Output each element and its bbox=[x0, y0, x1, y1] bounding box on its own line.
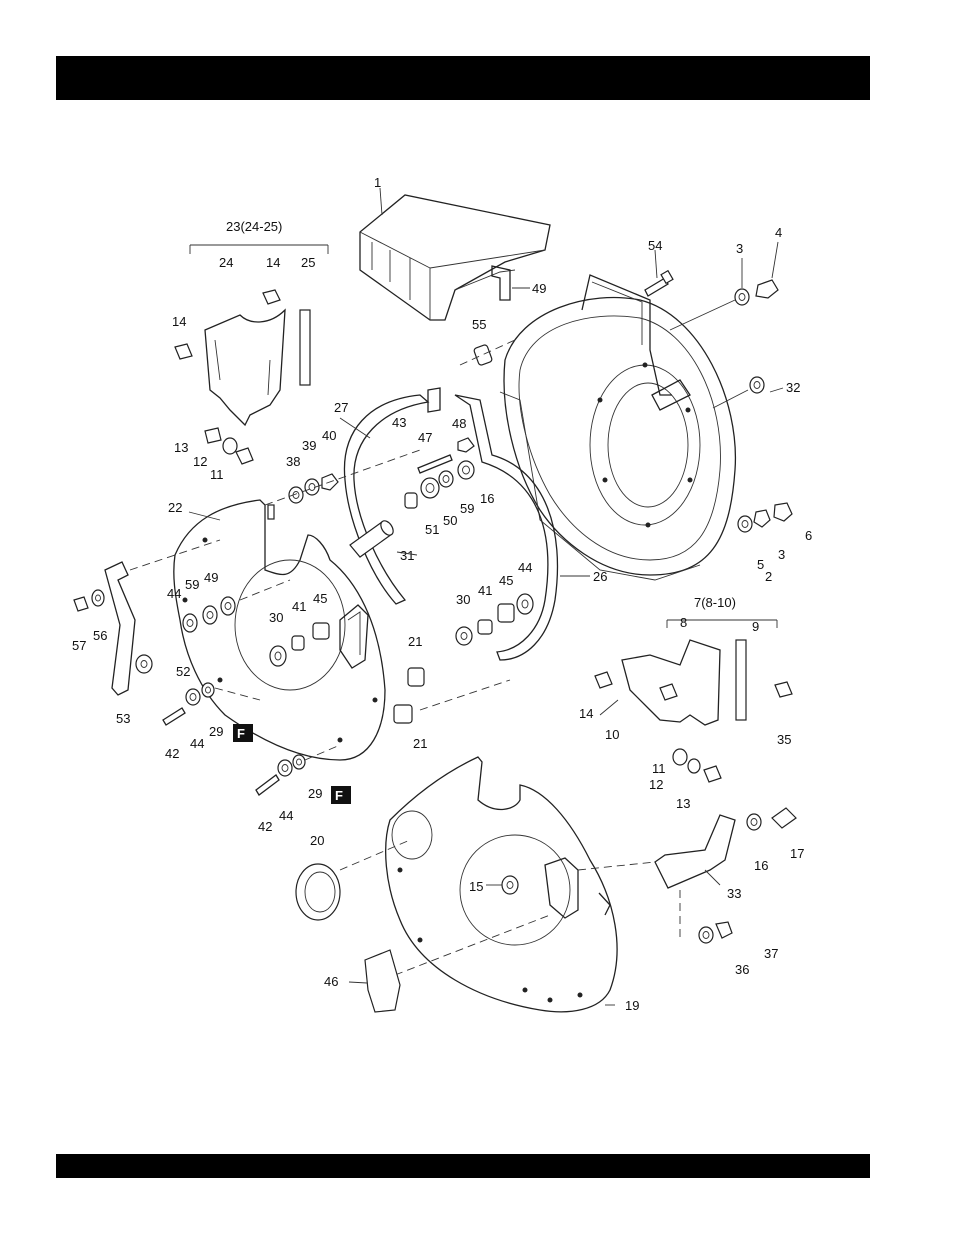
part-label: 30 bbox=[269, 610, 283, 625]
part-label: 45 bbox=[499, 573, 513, 588]
part-label: 3 bbox=[778, 547, 785, 562]
part-label: 24 bbox=[219, 255, 233, 270]
group-23-bracket bbox=[175, 245, 328, 464]
part-20-seal bbox=[296, 864, 340, 920]
group-7-bracket bbox=[595, 620, 792, 782]
f-badges: F F bbox=[233, 724, 351, 804]
part-label: 30 bbox=[456, 592, 470, 607]
part-label: 53 bbox=[116, 711, 130, 726]
part-label: 42 bbox=[165, 746, 179, 761]
part-label: 16 bbox=[754, 858, 768, 873]
part-31-spacer bbox=[350, 519, 396, 557]
hardware-center-stack bbox=[405, 438, 474, 508]
part-labels: 23(24-25) 7(8-10) 1 54 3 4 49 24 14 25 1… bbox=[72, 175, 812, 1013]
part-label: 44 bbox=[167, 586, 181, 601]
part-label: 29 bbox=[209, 724, 223, 739]
f-badge-text: F bbox=[237, 726, 245, 741]
hardware-upper-right bbox=[645, 271, 792, 532]
part-label: 29 bbox=[308, 786, 322, 801]
part-label: 44 bbox=[190, 736, 204, 751]
part-label: 12 bbox=[649, 777, 663, 792]
part-label: 46 bbox=[324, 974, 338, 989]
part-label: 59 bbox=[185, 577, 199, 592]
part-label: 57 bbox=[72, 638, 86, 653]
part-label: 49 bbox=[204, 570, 218, 585]
part-label: 41 bbox=[478, 583, 492, 598]
hardware-plate22-bushings bbox=[270, 623, 329, 666]
part-22-plate bbox=[174, 500, 385, 760]
part-label: 50 bbox=[443, 513, 457, 528]
part-label: 14 bbox=[266, 255, 280, 270]
part-label: 41 bbox=[292, 599, 306, 614]
part-label: 43 bbox=[392, 415, 406, 430]
part-label: 21 bbox=[408, 634, 422, 649]
part-label: 32 bbox=[786, 380, 800, 395]
part-label: 12 bbox=[193, 454, 207, 469]
part-label: 3 bbox=[736, 241, 743, 256]
part-label: 44 bbox=[518, 560, 532, 575]
part-label: 56 bbox=[93, 628, 107, 643]
part-label: 42 bbox=[258, 819, 272, 834]
part-label: 44 bbox=[279, 808, 293, 823]
part-label: 45 bbox=[313, 591, 327, 606]
part-label: 51 bbox=[425, 522, 439, 537]
part-label: 49 bbox=[532, 281, 546, 296]
part-46-pad bbox=[365, 950, 400, 1012]
part-label: 10 bbox=[605, 727, 619, 742]
group-label-23: 23(24-25) bbox=[226, 219, 282, 234]
part-label: 48 bbox=[452, 416, 466, 431]
part-label: 8 bbox=[680, 615, 687, 630]
part-label: 2 bbox=[765, 569, 772, 584]
part-label: 37 bbox=[764, 946, 778, 961]
part-2-flywheel-housing bbox=[500, 275, 735, 580]
part-label: 25 bbox=[301, 255, 315, 270]
part-label: 39 bbox=[302, 438, 316, 453]
group-label-7: 7(8-10) bbox=[694, 595, 736, 610]
part-label: 17 bbox=[790, 846, 804, 861]
part-label: 13 bbox=[174, 440, 188, 455]
part-label: 55 bbox=[472, 317, 486, 332]
part-53-link bbox=[74, 540, 220, 695]
part-label: 16 bbox=[480, 491, 494, 506]
part-label: 9 bbox=[752, 619, 759, 634]
part-label: 27 bbox=[334, 400, 348, 415]
part-33-bracket bbox=[578, 808, 796, 943]
part-label: 5 bbox=[757, 557, 764, 572]
part-label: 15 bbox=[469, 879, 483, 894]
part-1-control-box bbox=[360, 188, 550, 320]
part-label: 1 bbox=[374, 175, 381, 190]
part-49-bracket bbox=[492, 266, 530, 300]
part-label: 33 bbox=[727, 886, 741, 901]
part-label: 19 bbox=[625, 998, 639, 1013]
part-label: 21 bbox=[413, 736, 427, 751]
part-label: 11 bbox=[652, 761, 666, 776]
part-label: 22 bbox=[168, 500, 182, 515]
part-label: 52 bbox=[176, 664, 190, 679]
part-label: 14 bbox=[579, 706, 593, 721]
part-label: 14 bbox=[172, 314, 186, 329]
part-label: 11 bbox=[210, 467, 224, 482]
part-label: 47 bbox=[418, 430, 432, 445]
part-label: 20 bbox=[310, 833, 324, 848]
part-label: 13 bbox=[676, 796, 690, 811]
footer-bar bbox=[56, 1154, 870, 1178]
part-55-spacer bbox=[460, 340, 515, 366]
part-label: 36 bbox=[735, 962, 749, 977]
part-label: 59 bbox=[460, 501, 474, 516]
part-label: 38 bbox=[286, 454, 300, 469]
part-label: 6 bbox=[805, 528, 812, 543]
part-label: 31 bbox=[400, 548, 414, 563]
part-label: 40 bbox=[322, 428, 336, 443]
part-label: 4 bbox=[775, 225, 782, 240]
part-label: 35 bbox=[777, 732, 791, 747]
part-label: 26 bbox=[593, 569, 607, 584]
f-badge-text: F bbox=[335, 788, 343, 803]
